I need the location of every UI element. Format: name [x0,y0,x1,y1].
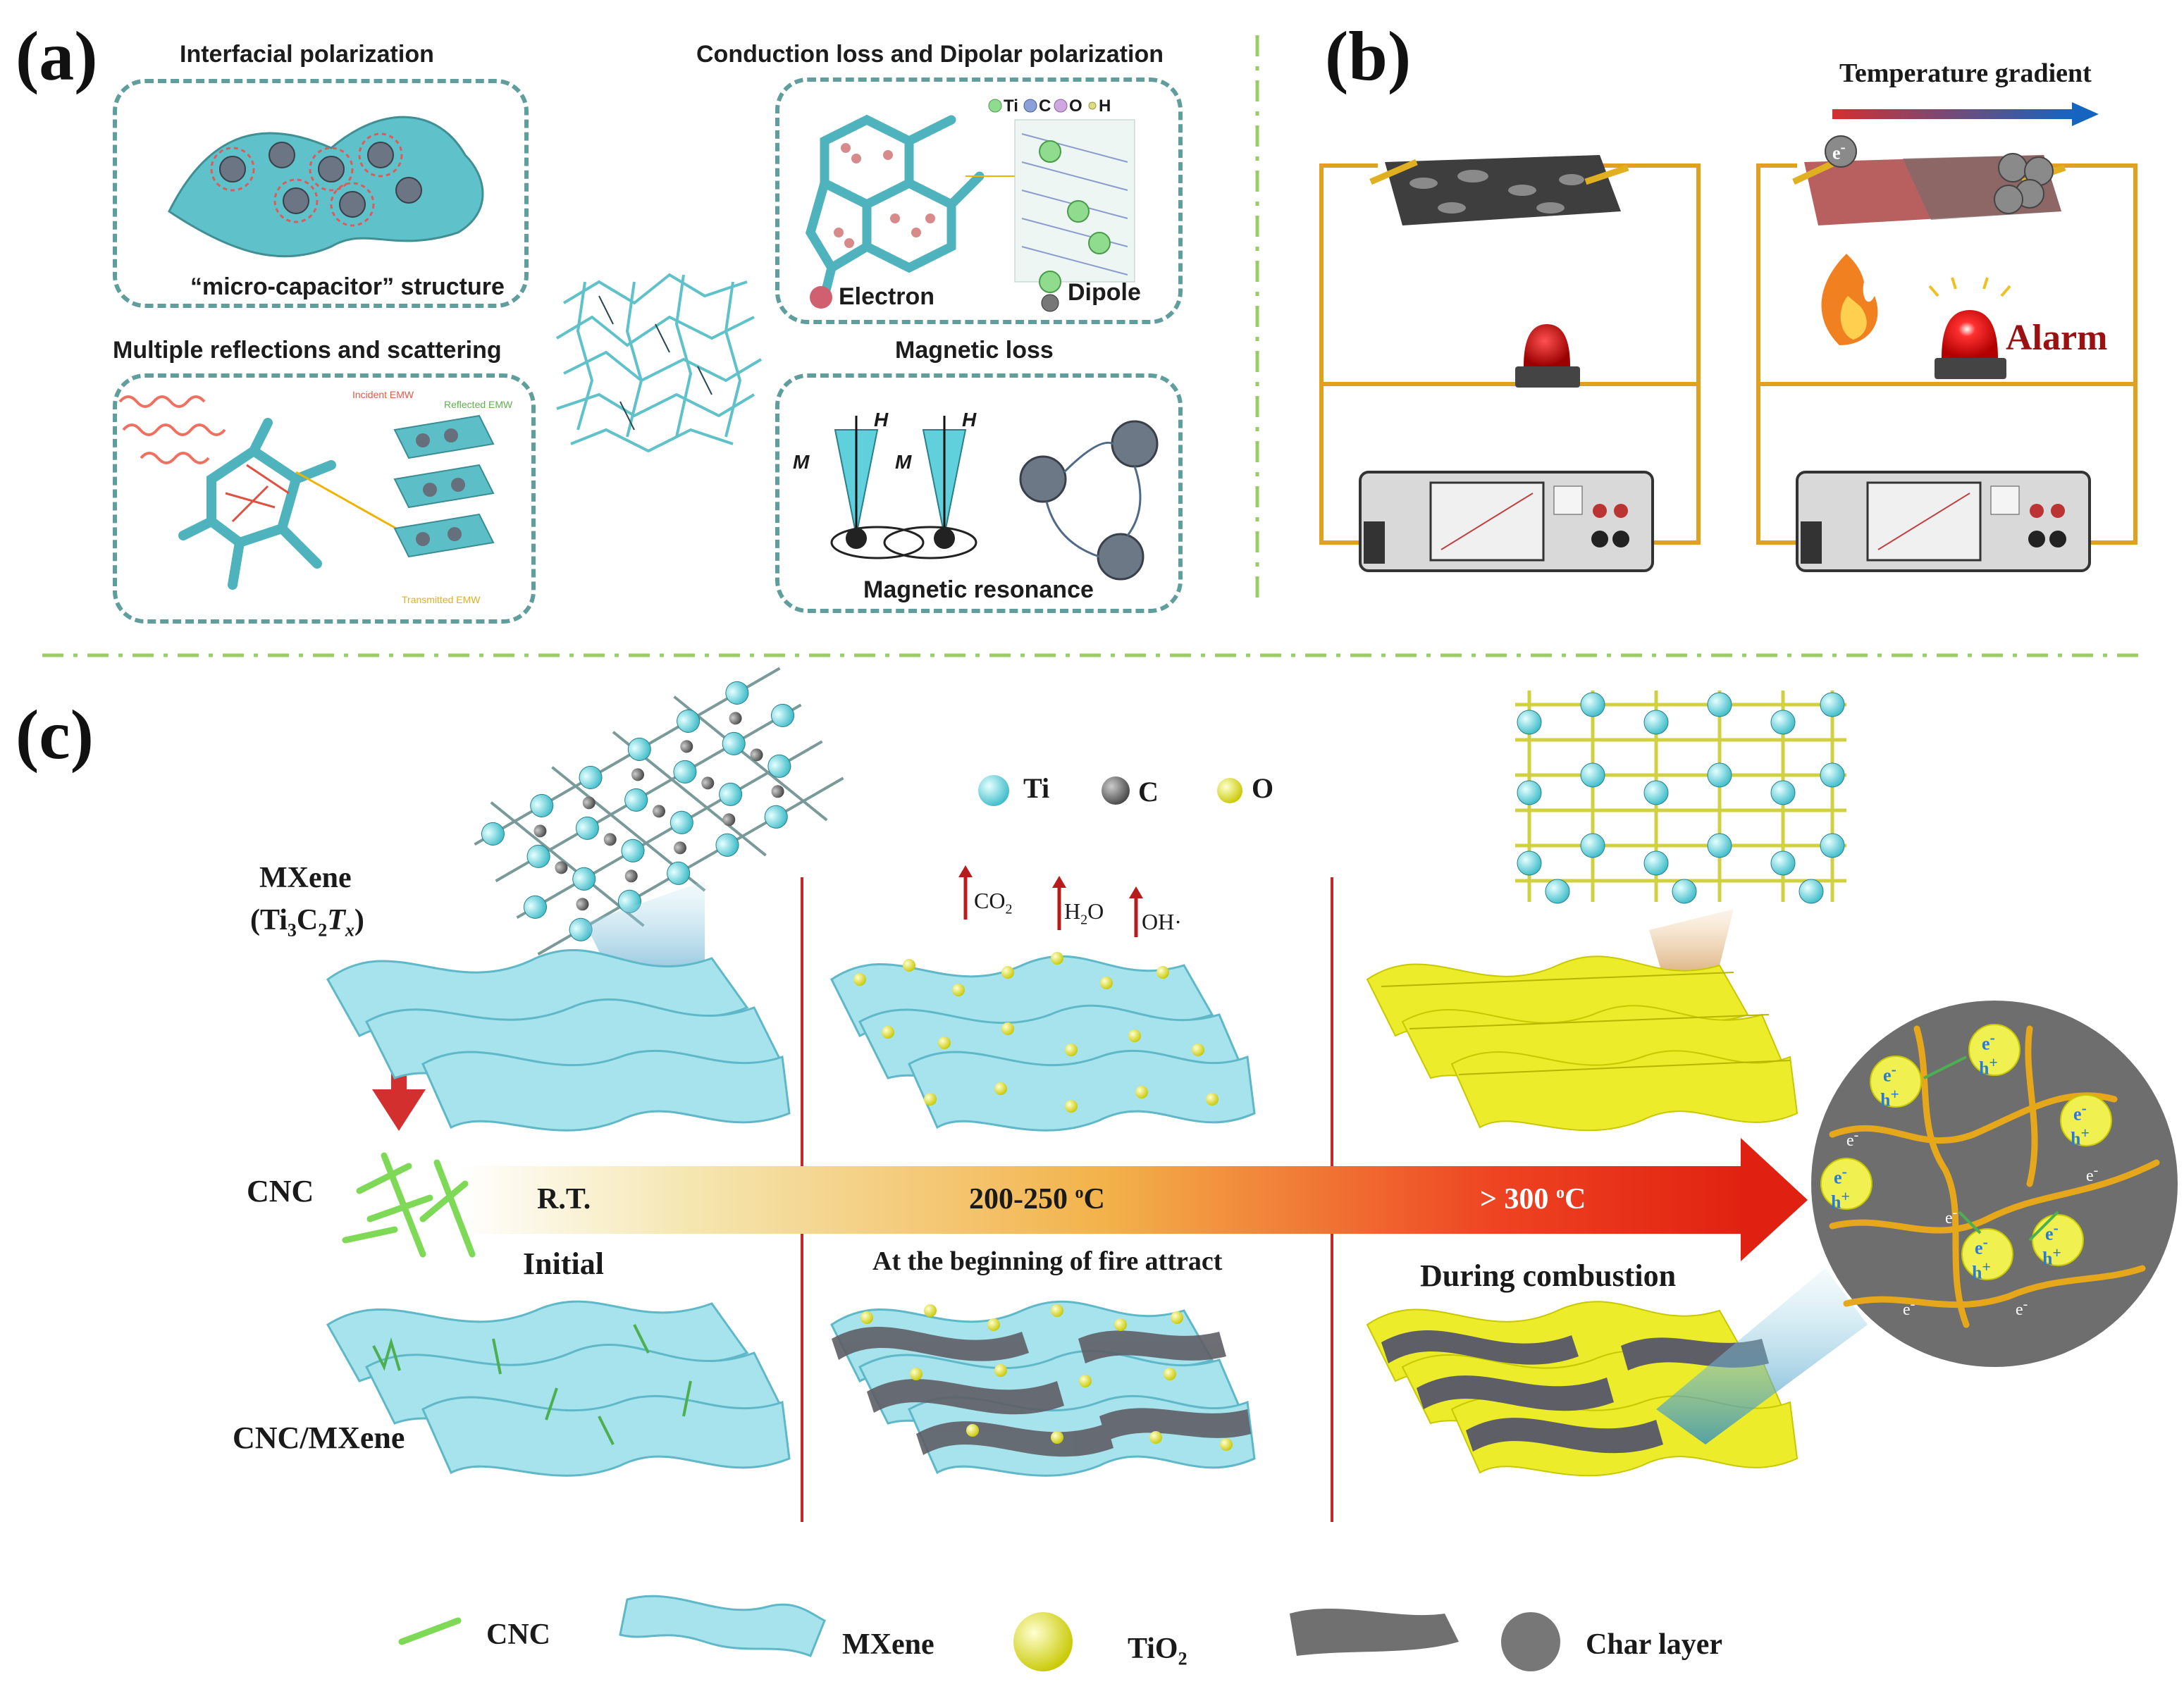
magnetic-resonance-caption: Magnetic resonance [863,576,1094,603]
conduction-title: Conduction loss and Dipolar polarization [696,41,1164,68]
legend-top-ti: Ti [1023,772,1050,804]
free-electron: e- [2086,1163,2099,1185]
conduction-box [775,78,1183,324]
legend-tio2: TiO2 [1128,1633,1187,1669]
electron-label: Electron [839,283,935,310]
gas-oh-radical: OH· [1142,909,1182,934]
electron-hole-pair: e-h+ [1972,1234,1991,1283]
dipole-label: Dipole [1068,279,1141,306]
legend-o: O [1069,97,1082,116]
reflected-emw-label: Reflected EMW [444,399,513,410]
cnc-mxene-label: CNC/MXene [233,1421,405,1455]
legend-h: H [1099,97,1111,116]
electron-hole-pair: e-h+ [2042,1220,2061,1269]
initial-label: Initial [523,1246,604,1281]
legend-cnc: CNC [486,1619,550,1651]
free-electron: e- [1903,1297,1915,1319]
stage-room-temp: R.T. [537,1183,591,1215]
panel-a-label: (a) [16,17,98,95]
alarm-label: Alarm [2006,318,2108,358]
during-combustion-label: During combustion [1420,1258,1677,1293]
stage-200-250: 200-250 oC [969,1183,1105,1215]
interfacial-box [113,79,529,308]
mxene-formula: (Ti3C2Tx) [250,904,364,941]
electron-hole-pair: e-h+ [1831,1163,1850,1213]
magnetic-title: Magnetic loss [895,337,1054,364]
legend-ti: Ti [1004,97,1018,116]
legend-top-c: C [1138,776,1159,807]
interfacial-title: Interfacial polarization [180,41,434,68]
reflections-box [113,373,536,624]
electron-hole-pair: e-h+ [2071,1100,2090,1149]
mxene-label: MXene [259,862,352,894]
field-h-label-2: H [962,409,977,431]
legend-char-layer: Char layer [1586,1628,1723,1661]
magnetic-box [775,373,1183,613]
free-electron: e- [2016,1297,2028,1319]
free-electron: e- [1945,1205,1958,1227]
free-electron: e- [1846,1127,1859,1150]
beginning-fire-label: At the beginning of fire attract [872,1246,1223,1276]
panel-c-label: (c) [16,695,94,774]
incident-emw-label: Incident EMW [352,389,414,400]
electron-hole-pair: e-h+ [1979,1029,1998,1079]
electron-symbol: e- [1832,139,1846,163]
panel-b-label: (b) [1325,17,1412,95]
transmitted-emw-label: Transmitted EMW [402,594,481,605]
magnetization-m-label-1: M [793,451,810,473]
stage-above-300: > 300 oC [1480,1183,1586,1215]
gas-co2: CO2 [974,888,1013,917]
legend-c: C [1039,97,1051,116]
cnc-label: CNC [247,1174,314,1208]
reflections-title: Multiple reflections and scattering [113,337,502,364]
micro-capacitor-caption: “micro-capacitor” structure [190,273,505,300]
temperature-gradient-label: Temperature gradient [1839,58,2092,88]
legend-mxene: MXene [842,1628,934,1661]
legend-top-o: O [1252,772,1274,804]
magnetization-m-label-2: M [895,451,912,473]
gas-h2o: H2O [1064,898,1104,928]
electron-hole-pair: e-h+ [1880,1061,1899,1110]
field-h-label-1: H [874,409,889,431]
